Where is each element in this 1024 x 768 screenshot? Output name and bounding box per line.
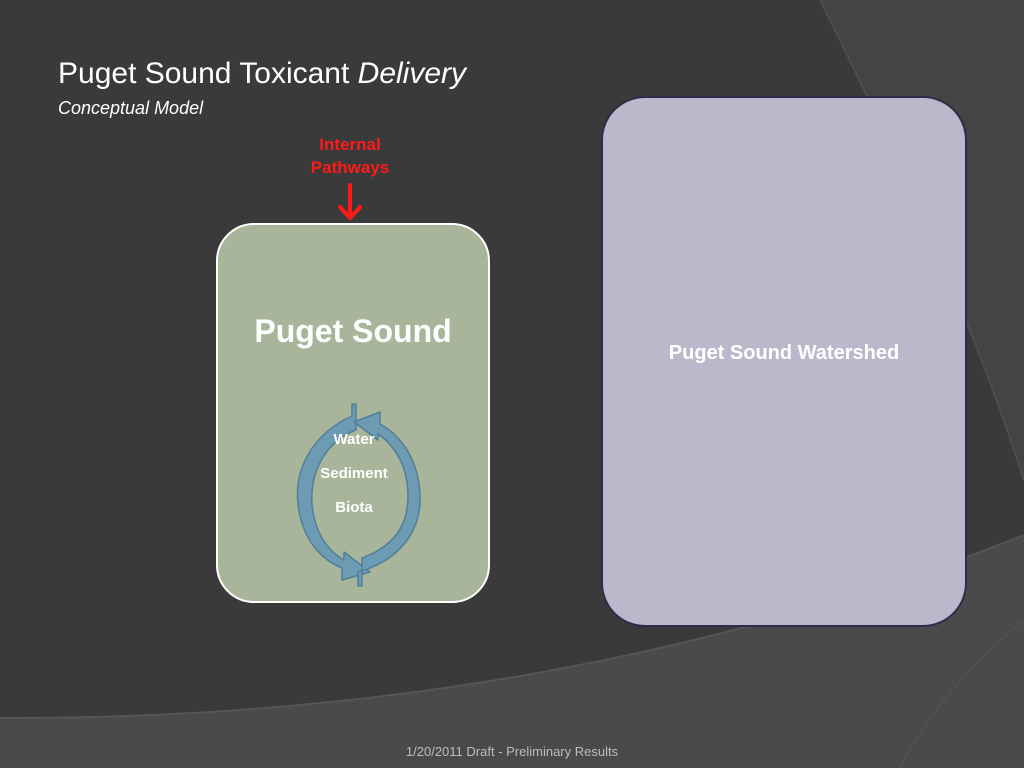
slide-subtitle: Conceptual Model bbox=[58, 98, 204, 118]
title-main: Puget Sound Toxicant bbox=[58, 57, 358, 90]
component-biota: Biota bbox=[335, 499, 373, 516]
cycle-arrows-icon bbox=[296, 403, 421, 587]
slide-title: Puget Sound Toxicant Delivery bbox=[58, 56, 466, 92]
arrow-down-icon bbox=[338, 183, 362, 220]
slide-footer: 1/20/2011 Draft - Preliminary Results bbox=[405, 744, 619, 759]
internal-pathways-label: Internal Pathways bbox=[310, 135, 390, 177]
puget-sound-box: Puget Sound Water Sediment Biota bbox=[216, 223, 490, 603]
title-emphasis: Delivery bbox=[357, 57, 467, 90]
sound-components: Water Sediment Biota bbox=[304, 431, 404, 533]
component-water: Water bbox=[333, 431, 375, 448]
component-sediment: Sediment bbox=[320, 465, 388, 482]
watershed-label: Puget Sound Watershed bbox=[668, 342, 900, 364]
watershed-box: Puget Sound Watershed bbox=[601, 96, 967, 627]
puget-sound-title: Puget Sound bbox=[254, 313, 452, 349]
